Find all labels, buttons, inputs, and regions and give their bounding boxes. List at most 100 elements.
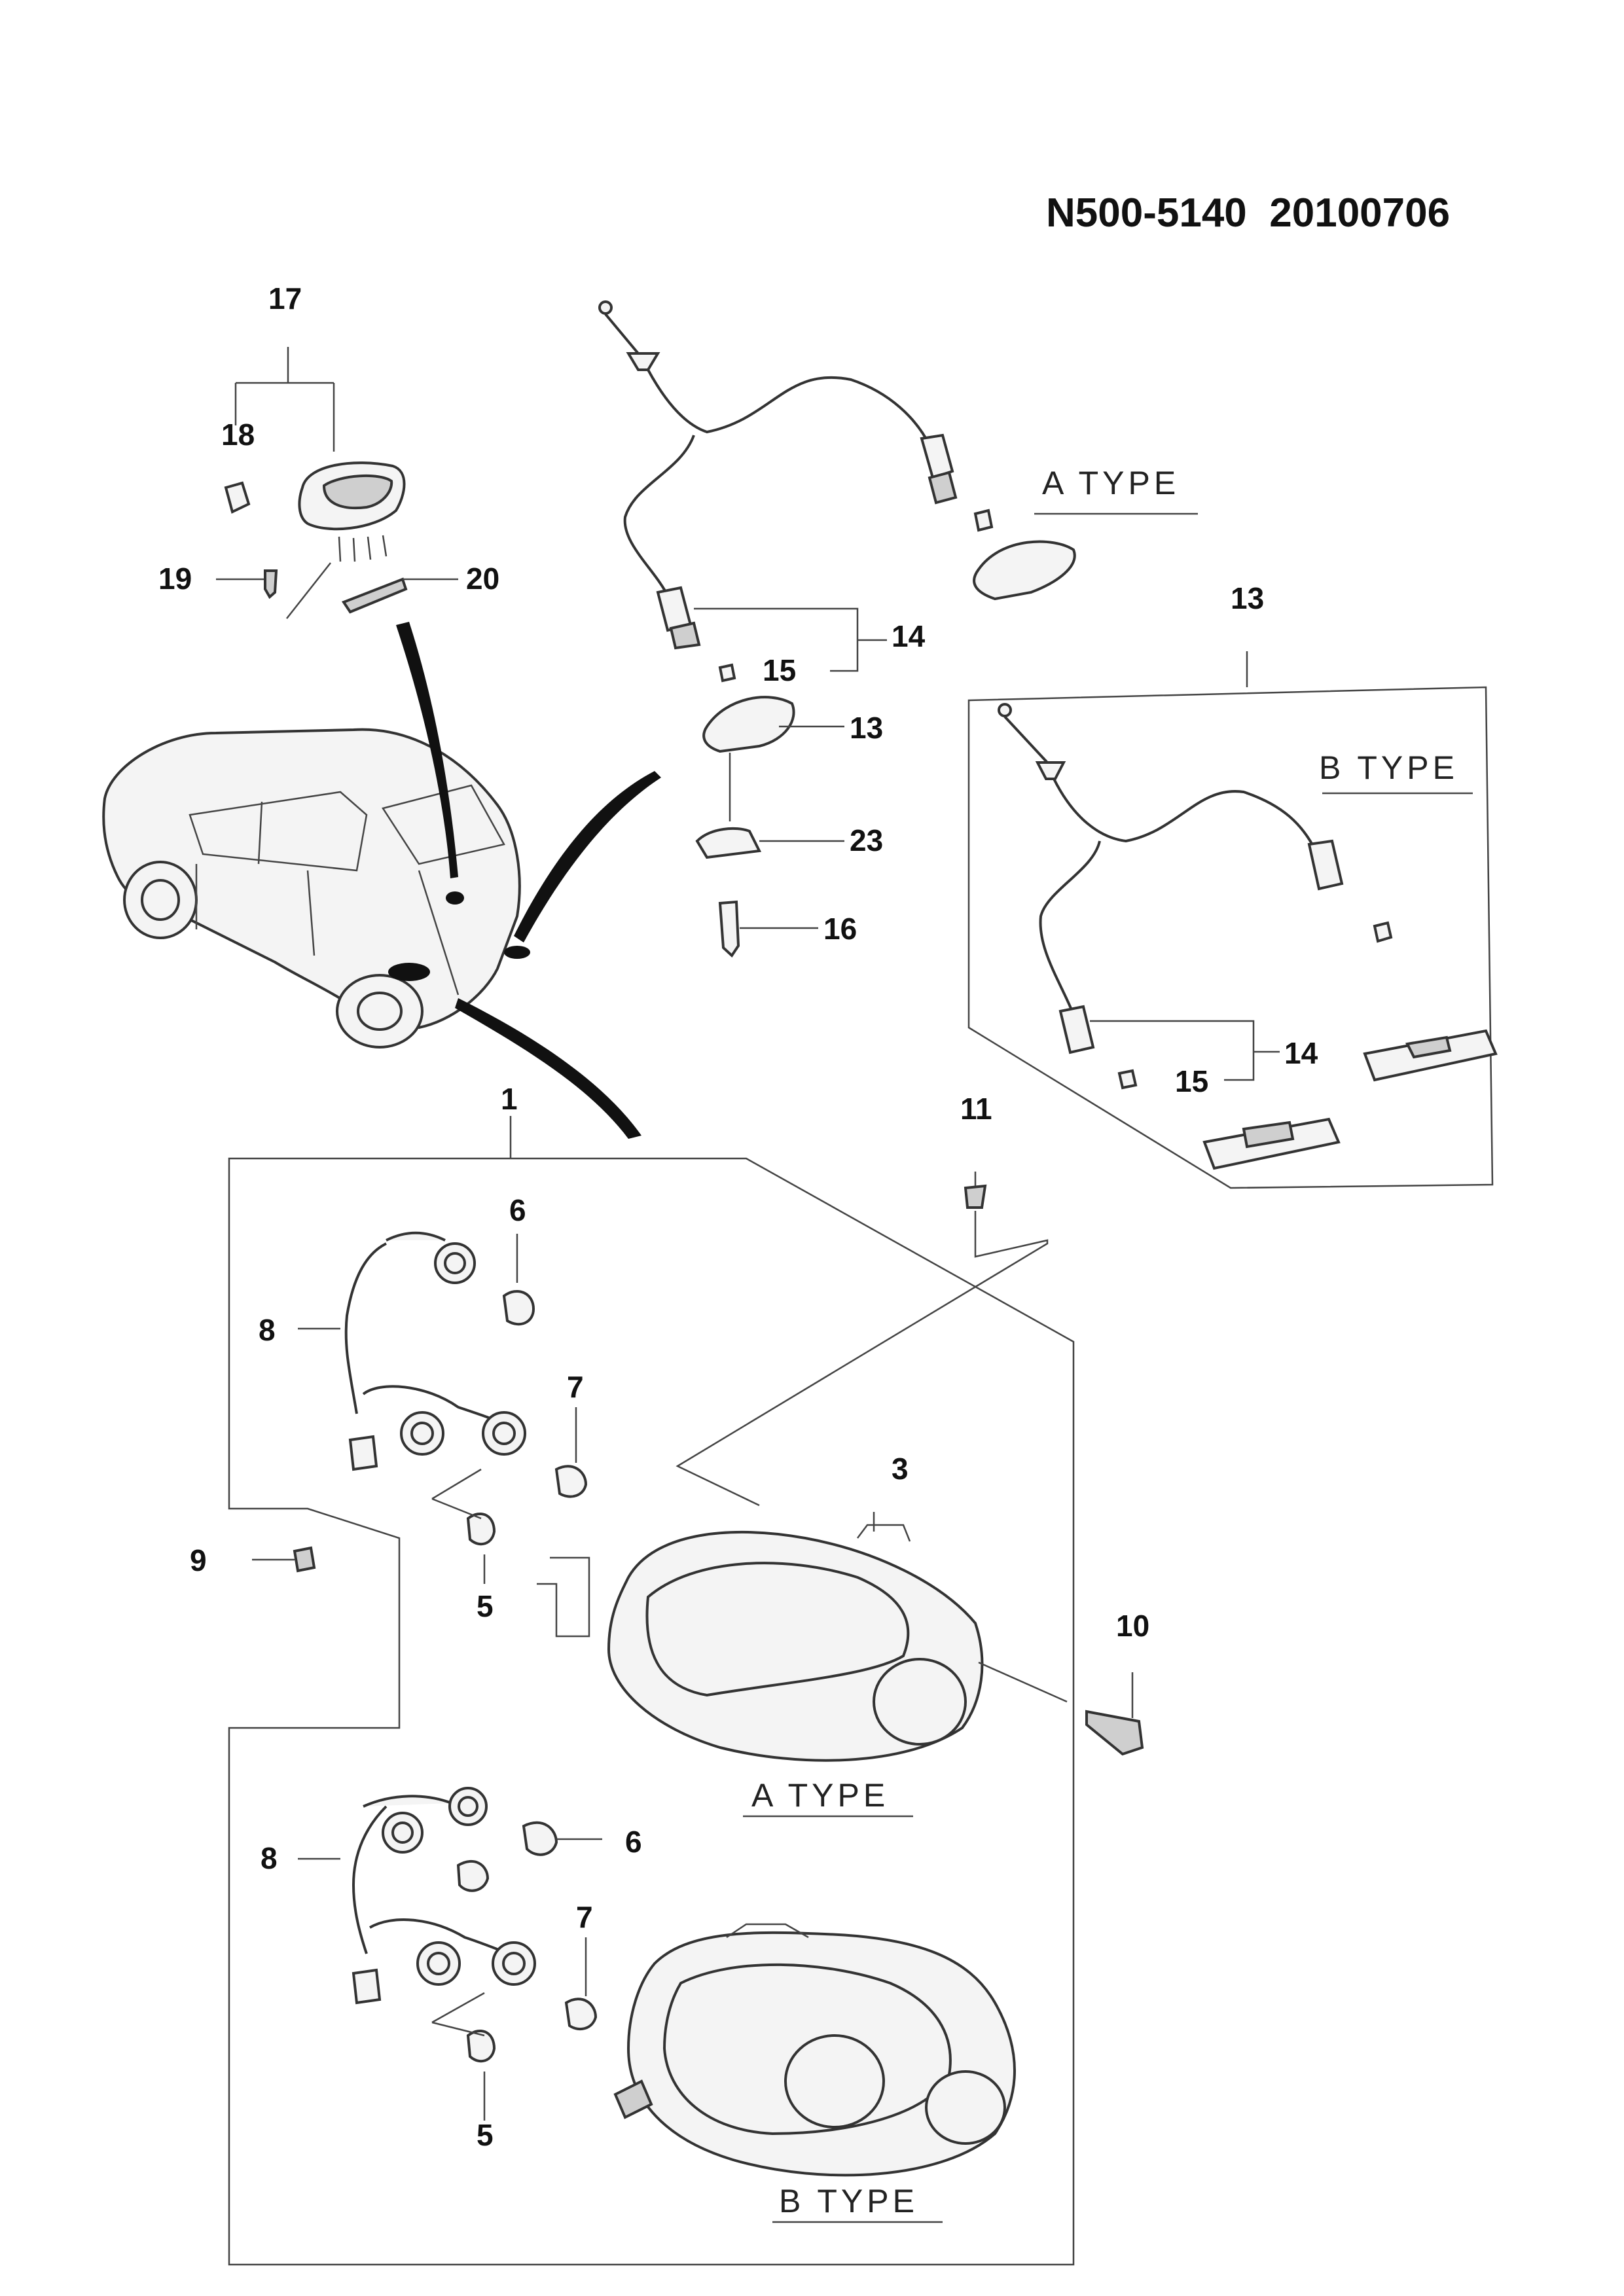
drawing-code-header: N500-5140 20100706 [1046, 190, 1450, 236]
bulb-5-b [466, 2029, 496, 2063]
plate-lamp-a-upper [973, 540, 1076, 601]
callout-6-a: 6 [509, 1193, 526, 1227]
b-type-frame [967, 651, 1494, 1189]
plate-lamp-b-lower-lens [1242, 1121, 1295, 1149]
bulb-18 [224, 481, 251, 514]
body-panel-lines [195, 864, 460, 996]
rear-lamp-a-type-label: A TYPE [751, 1777, 889, 1814]
wire-branch-a [623, 435, 695, 596]
socket-a-upper [920, 433, 954, 480]
callout-17: 17 [268, 281, 302, 315]
callout-16: 16 [823, 912, 857, 946]
date-code: 20100706 [1269, 190, 1451, 236]
callout-11: 11 [960, 1092, 992, 1126]
plate-lamp-mark [504, 946, 530, 959]
ground-terminal [598, 300, 613, 315]
vehicle-body-illustration [102, 622, 661, 1139]
ground-terminal-b [998, 703, 1012, 717]
pointer-band-rear-lamp [455, 998, 641, 1139]
callout-10: 10 [1116, 1609, 1149, 1643]
callout-14-a: 14 [892, 619, 926, 653]
lamp-3-a-reflector [873, 1658, 967, 1746]
grommet-b [1035, 761, 1066, 780]
screw-19 [264, 569, 278, 600]
socket-a-lower-body [669, 621, 701, 650]
callout-6-b: 6 [625, 1825, 642, 1859]
callout-numbers: 17 18 19 20 14 15 13 23 16 13 14 15 11 1… [158, 281, 1318, 2152]
bulb-6-a [502, 1289, 535, 1326]
bulb-a-upper [973, 509, 994, 532]
socket-a-upper-body [928, 471, 958, 505]
callout-8-b: 8 [261, 1841, 278, 1875]
socket-7-b-inner [502, 1952, 526, 1975]
rear-lamp-b-type-label: B TYPE [779, 2183, 918, 2219]
wire-branch-b [1039, 840, 1101, 1015]
stop-lamp-lens [322, 475, 393, 509]
wire-a1 [604, 313, 640, 355]
license-plate-lamp-a-type [598, 300, 1198, 958]
callout-19: 19 [158, 562, 192, 596]
car-side-windows [189, 791, 368, 872]
socket-b-1-inner [391, 1821, 414, 1844]
harness-b-loop [363, 1795, 452, 1808]
bracket-14-b [1090, 1020, 1280, 1081]
connector-b [352, 1968, 382, 2005]
callout-13-b: 13 [1231, 581, 1264, 615]
bulb-15-b [1117, 1069, 1138, 1090]
callout-5-b: 5 [477, 2118, 494, 2152]
socket-5-b-inner [427, 1952, 450, 1975]
gasket-20 [341, 577, 408, 614]
nut-11 [964, 1184, 987, 1209]
lamp-3-a-lens [645, 1562, 910, 1697]
wire-harness-b [1053, 778, 1317, 852]
bulb-5-a [466, 1512, 496, 1546]
callout-5-a: 5 [477, 1589, 494, 1623]
bulb-b-upper [1373, 921, 1393, 943]
stop-lamp-ribs [338, 535, 388, 562]
harness-a-loop [386, 1231, 446, 1242]
callout-14-b: 14 [1284, 1036, 1318, 1070]
leader-5-b [431, 1992, 486, 2121]
callout-8-a: 8 [259, 1313, 276, 1347]
connector-a [348, 1435, 378, 1471]
bracket-23 [695, 827, 762, 859]
lamp-3-a-tab [857, 1524, 911, 1542]
socket-5-a-inner [410, 1422, 434, 1445]
plate-lamp-a-type-label: A TYPE [1042, 465, 1180, 501]
callout-20: 20 [466, 562, 499, 596]
pointer-band-plate-lamp [514, 771, 661, 942]
callout-3: 3 [892, 1452, 909, 1486]
callout-1: 1 [501, 1082, 518, 1116]
rear-combination-lamp-group [228, 1116, 1144, 2266]
nut-9 [293, 1546, 316, 1573]
leader-5-a [431, 1468, 486, 1584]
callout-15-b: 15 [1175, 1064, 1208, 1098]
bracket-17 [234, 347, 335, 452]
socket-7-a-inner [492, 1422, 516, 1445]
socket-b-upper [1307, 839, 1344, 891]
front-wheel-hub [141, 879, 180, 921]
callout-15-a: 15 [763, 653, 796, 687]
plate-lamp-13-a [702, 696, 795, 753]
drawing-code: N500-5140 [1046, 190, 1247, 236]
callout-23: 23 [850, 823, 883, 857]
plate-lamp-b-upper-lens [1405, 1035, 1452, 1059]
leader-19b [286, 562, 331, 619]
rear-wheel-hub [357, 992, 403, 1031]
type-labels: A TYPE B TYPE A TYPE B TYPE [751, 465, 1454, 2219]
callout-13-a: 13 [850, 711, 883, 745]
bulb-7-a [554, 1465, 588, 1498]
door-pillar [257, 801, 263, 865]
callout-7-a: 7 [567, 1370, 584, 1404]
pointer-band-stop-lamp [396, 622, 458, 878]
plate-lamp-b-upper [1363, 1029, 1498, 1082]
screw-10 [1085, 1710, 1144, 1756]
leader-10 [978, 1661, 1068, 1703]
frame-jog-11 [676, 1211, 1049, 1507]
harness-a-wire [344, 1242, 387, 1414]
bulb-b-extra [456, 1860, 490, 1892]
stop-lamp-mark [446, 891, 464, 905]
lamp-assembly-frame [228, 1116, 1075, 2266]
